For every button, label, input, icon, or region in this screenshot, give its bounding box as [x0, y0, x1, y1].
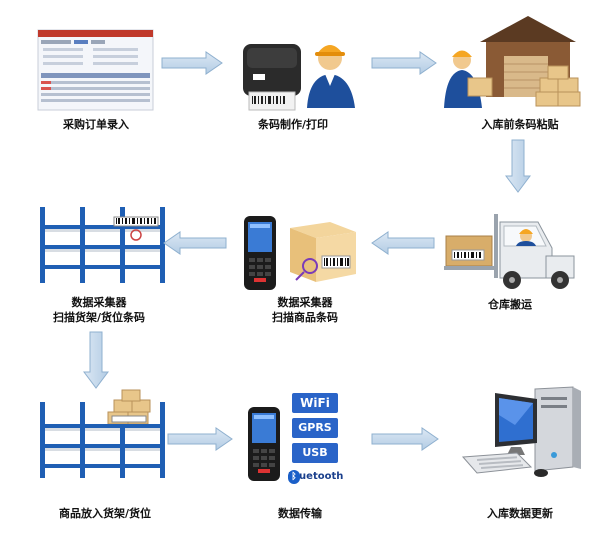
handheld-scanner-icon [248, 407, 280, 481]
db-update-node [455, 385, 585, 485]
flow-arrow-right [161, 51, 223, 75]
warehouse-icon [444, 16, 581, 108]
db-update-label: 入库数据更新 [487, 507, 553, 520]
scan-goods-node [240, 212, 360, 294]
label-pasting-node [440, 12, 590, 112]
flow-arrow-right [167, 427, 233, 451]
bluetooth-badge: ᛒ Bluetooth [288, 468, 344, 486]
flow-arrow-down [505, 139, 531, 193]
bluetooth-icon: ᛒ [288, 470, 300, 484]
flow-arrow-left [163, 231, 227, 255]
wifi-badge: WiFi [292, 393, 338, 413]
data-transfer-node [244, 393, 344, 491]
shelf-with-goods-icon [40, 389, 165, 478]
label-pasting-label: 入库前条码粘贴 [481, 118, 559, 131]
transport-node [442, 208, 577, 290]
scan-shelf-node [38, 205, 168, 285]
spreadsheet-icon [37, 29, 154, 111]
po-entry-node [37, 29, 154, 111]
scan-goods-label-2: 扫描商品条码 [272, 311, 338, 324]
computer-icon [461, 386, 581, 477]
flow-arrow-right [371, 427, 439, 451]
scan-shelf-label-2: 扫描货架/货位条码 [52, 311, 146, 324]
bluetooth-label: Bluetooth [288, 471, 344, 482]
printer-icon [243, 44, 355, 111]
handheld-scanner-icon [244, 216, 356, 290]
usb-badge: USB [292, 443, 338, 463]
put-on-shelf-node [38, 389, 168, 480]
shelf-icon [40, 207, 165, 283]
transport-label: 仓库搬运 [488, 298, 532, 311]
forklift-icon [444, 214, 575, 289]
flow-arrow-down [83, 331, 109, 389]
put-on-shelf-label: 商品放入货架/货位 [58, 507, 152, 520]
flow-arrow-left [371, 231, 435, 255]
data-transfer-label: 数据传输 [278, 507, 322, 520]
gprs-badge: GPRS [292, 418, 338, 438]
scan-goods-label-1: 数据采集器 [277, 296, 333, 309]
scan-shelf-label-1: 数据采集器 [71, 296, 127, 309]
barcode-print-node [235, 30, 360, 112]
po-entry-label: 采购订单录入 [63, 118, 129, 131]
barcode-print-label: 条码制作/打印 [257, 118, 329, 131]
flow-arrow-right [371, 51, 437, 75]
